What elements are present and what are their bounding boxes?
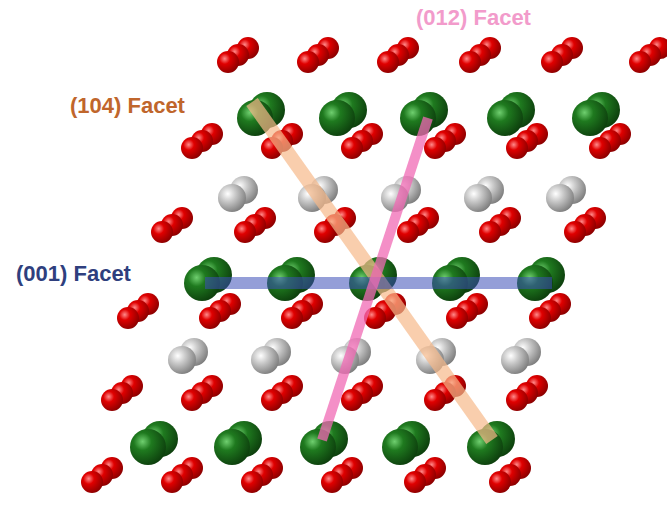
grey-atom xyxy=(501,346,529,374)
green-atom xyxy=(382,429,418,465)
oxygen-atom xyxy=(341,137,363,159)
oxygen-atom xyxy=(101,389,123,411)
grey-atom xyxy=(251,346,279,374)
oxygen-atom xyxy=(161,471,183,493)
oxygen-atom xyxy=(446,307,468,329)
oxygen-atom xyxy=(397,221,419,243)
oxygen-atom xyxy=(529,307,551,329)
oxygen-atom xyxy=(424,389,446,411)
oxygen-atom xyxy=(297,51,319,73)
oxygen-atom xyxy=(589,137,611,159)
oxygen-atom xyxy=(541,51,563,73)
oxygen-atom xyxy=(151,221,173,243)
facet-planes xyxy=(205,102,552,440)
oxygen-atom xyxy=(489,471,511,493)
oxygen-atom xyxy=(459,51,481,73)
grey-atom xyxy=(218,184,246,212)
grey-atom xyxy=(168,346,196,374)
facet-label: (001) Facet xyxy=(14,262,133,286)
green-atom xyxy=(319,100,355,136)
oxygen-atom xyxy=(506,389,528,411)
oxygen-atom xyxy=(281,307,303,329)
oxygen-atom xyxy=(404,471,426,493)
oxygen-atom xyxy=(234,221,256,243)
oxygen-atom xyxy=(321,471,343,493)
facet-012-plane xyxy=(322,118,428,440)
facet-label: (104) Facet xyxy=(68,94,187,118)
oxygen-atom xyxy=(479,221,501,243)
green-atom xyxy=(572,100,608,136)
grey-atom xyxy=(464,184,492,212)
oxygen-atom xyxy=(199,307,221,329)
oxygen-atom xyxy=(629,51,651,73)
grey-atom xyxy=(546,184,574,212)
facet-104-plane xyxy=(252,102,492,440)
oxygen-atom xyxy=(377,51,399,73)
green-atom xyxy=(300,429,336,465)
oxygen-atom xyxy=(341,389,363,411)
facet-label: (012) Facet xyxy=(414,6,533,30)
oxygen-atom xyxy=(261,389,283,411)
green-atom xyxy=(400,100,436,136)
oxygen-atom xyxy=(181,389,203,411)
oxygen-atom xyxy=(424,137,446,159)
oxygen-atom xyxy=(241,471,263,493)
green-atom xyxy=(214,429,250,465)
oxygen-atom xyxy=(181,137,203,159)
green-atom xyxy=(130,429,166,465)
oxygen-atom xyxy=(81,471,103,493)
oxygen-atom xyxy=(506,137,528,159)
green-atom xyxy=(487,100,523,136)
oxygen-atom xyxy=(564,221,586,243)
oxygen-atom xyxy=(217,51,239,73)
oxygen-atom xyxy=(117,307,139,329)
